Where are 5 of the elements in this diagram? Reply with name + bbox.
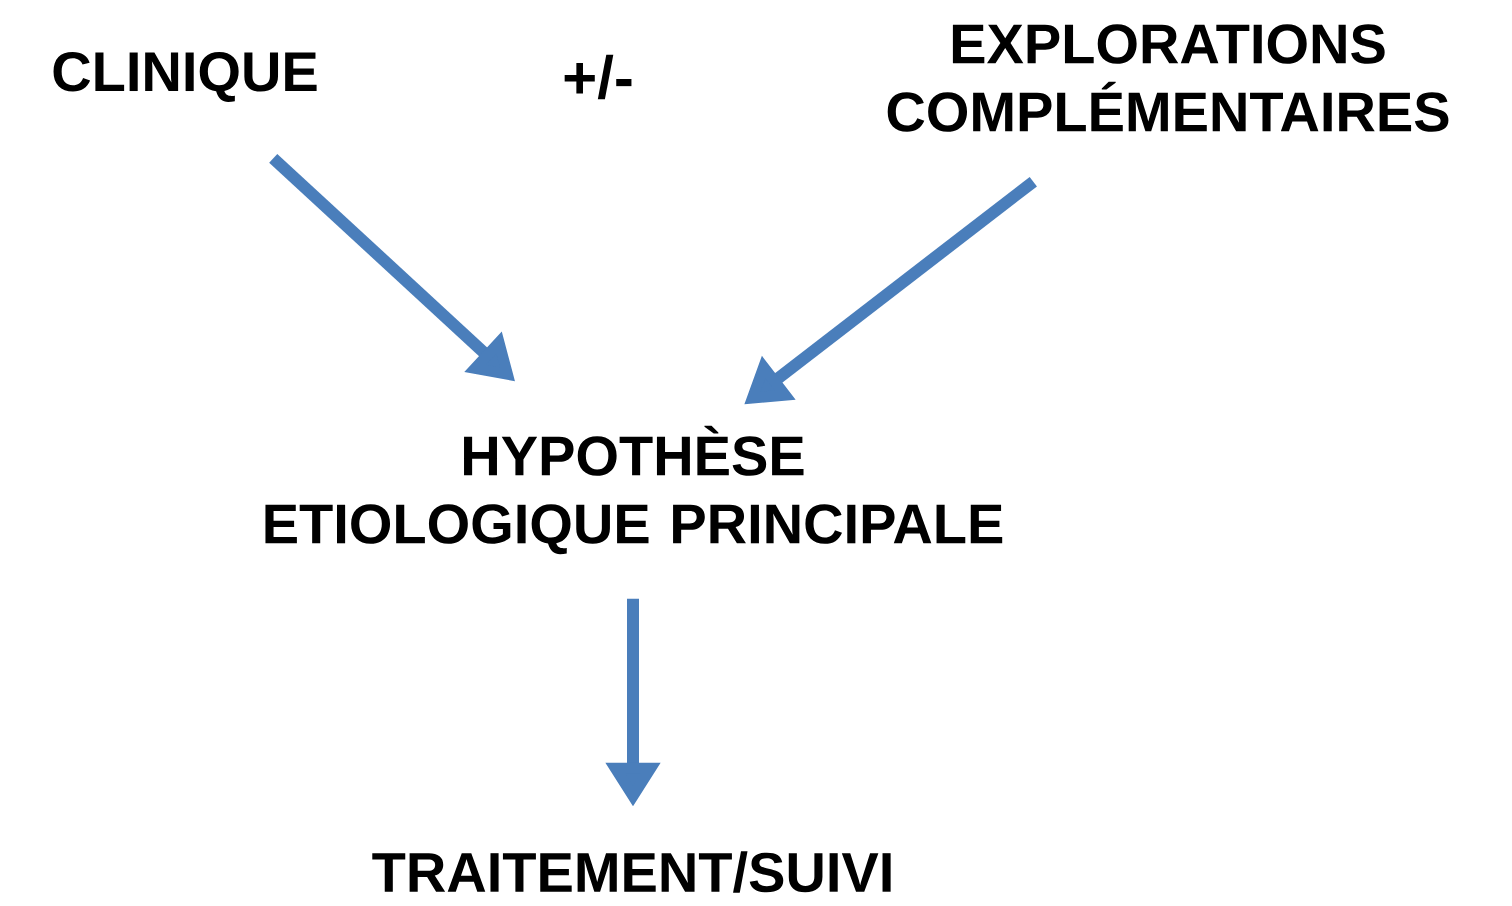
text-label: HYPOTHÈSE ETIOLOGIQUE PRINCIPALE bbox=[265, 425, 1003, 555]
text-label: +/- bbox=[564, 54, 632, 100]
text-label: CLINIQUE bbox=[53, 51, 317, 103]
text-label: TRAITEMENT/SUIVI bbox=[372, 851, 891, 893]
text-label: EXPLORATIONS COMPLÉMENTAIRES bbox=[887, 24, 1449, 132]
